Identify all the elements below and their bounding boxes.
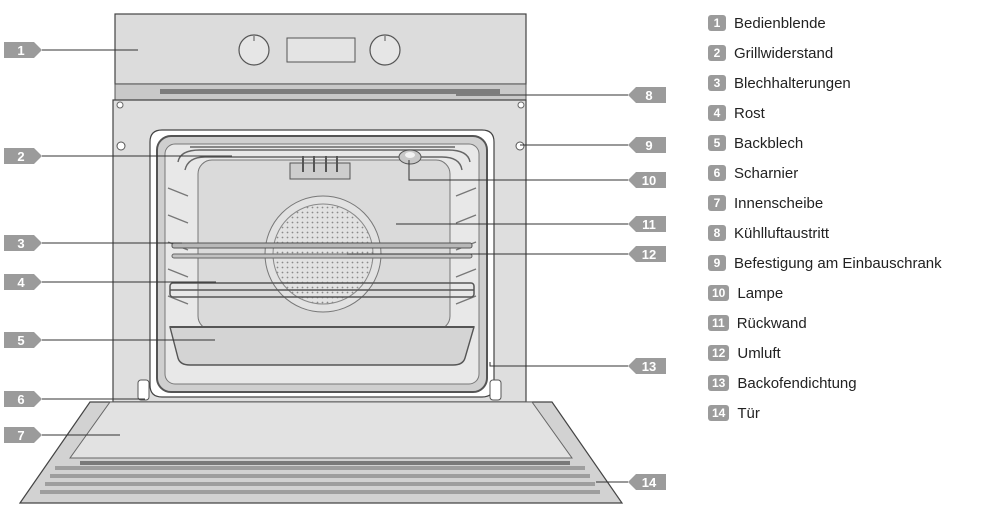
- legend-label: Umluft: [737, 345, 780, 362]
- legend-number: 13: [708, 375, 729, 391]
- legend-label: Rost: [734, 105, 765, 122]
- svg-text:3: 3: [17, 236, 24, 251]
- callout-6: 6: [4, 391, 42, 407]
- legend-item: 4 Rost: [708, 98, 1004, 128]
- legend-number: 11: [708, 315, 729, 331]
- legend-number: 10: [708, 285, 729, 301]
- legend-item: 9 Befestigung am Einbauschrank: [708, 248, 1004, 278]
- oven-diagram: 1 2 3 4 5 6 7 8 9 10 11 12 13 14: [0, 0, 700, 507]
- legend-item: 13 Backofendichtung: [708, 368, 1004, 398]
- legend-label: Backblech: [734, 135, 803, 152]
- legend-label: Scharnier: [734, 165, 798, 182]
- hinge-left: [138, 380, 149, 400]
- legend-item: 3 Blechhalterungen: [708, 68, 1004, 98]
- mounting-hole-left: [117, 142, 125, 150]
- legend-item: 5 Backblech: [708, 128, 1004, 158]
- legend-label: Blechhalterungen: [734, 75, 851, 92]
- svg-text:9: 9: [645, 138, 652, 153]
- svg-text:14: 14: [642, 475, 657, 490]
- baking-tray: [170, 327, 474, 365]
- legend-number: 4: [708, 105, 726, 121]
- callout-4: 4: [4, 274, 42, 290]
- callout-3: 3: [4, 235, 42, 251]
- legend-number: 3: [708, 75, 726, 91]
- callout-14: 14: [628, 474, 666, 490]
- legend-number: 1: [708, 15, 726, 31]
- oven-body: [113, 14, 526, 402]
- svg-text:8: 8: [645, 88, 652, 103]
- svg-text:11: 11: [642, 217, 656, 232]
- legend-number: 9: [708, 255, 726, 271]
- legend-item: 6 Scharnier: [708, 158, 1004, 188]
- legend-number: 5: [708, 135, 726, 151]
- callout-13: 13: [628, 358, 666, 374]
- svg-text:5: 5: [17, 333, 24, 348]
- svg-text:6: 6: [17, 392, 24, 407]
- callout-9: 9: [628, 137, 666, 153]
- callout-12: 12: [628, 246, 666, 262]
- legend-item: 7 Innenscheibe: [708, 188, 1004, 218]
- legend-number: 14: [708, 405, 729, 421]
- svg-text:1: 1: [17, 43, 24, 58]
- legend-number: 2: [708, 45, 726, 61]
- legend-number: 7: [708, 195, 726, 211]
- legend-item: 1 Bedienblende: [708, 8, 1004, 38]
- legend-number: 6: [708, 165, 726, 181]
- mounting-hole-right: [516, 142, 524, 150]
- knob-right: [370, 35, 400, 65]
- legend-item: 12 Umluft: [708, 338, 1004, 368]
- svg-text:12: 12: [642, 247, 656, 262]
- knob-left: [239, 35, 269, 65]
- callout-1: 1: [4, 42, 42, 58]
- callout-11: 11: [628, 216, 666, 232]
- legend-label: Tür: [737, 405, 760, 422]
- oven-door: [20, 402, 622, 503]
- hinge-right: [490, 380, 501, 400]
- legend-label: Grillwiderstand: [734, 45, 833, 62]
- legend-number: 8: [708, 225, 726, 241]
- svg-text:7: 7: [17, 428, 24, 443]
- legend-item: 11 Rückwand: [708, 308, 1004, 338]
- display: [287, 38, 355, 62]
- callout-2: 2: [4, 148, 42, 164]
- svg-text:10: 10: [642, 173, 656, 188]
- legend-item: 2 Grillwiderstand: [708, 38, 1004, 68]
- legend-number: 12: [708, 345, 729, 361]
- inner-glass: [70, 402, 572, 458]
- callout-5: 5: [4, 332, 42, 348]
- legend-label: Kühlluftaustritt: [734, 225, 829, 242]
- legend-label: Befestigung am Einbauschrank: [734, 255, 942, 272]
- legend-label: Backofendichtung: [737, 375, 856, 392]
- legend-label: Bedienblende: [734, 15, 826, 32]
- svg-text:13: 13: [642, 359, 656, 374]
- legend-label: Lampe: [737, 285, 783, 302]
- callout-10: 10: [628, 172, 666, 188]
- lamp: [399, 150, 421, 164]
- legend-label: Rückwand: [737, 315, 807, 332]
- legend-label: Innenscheibe: [734, 195, 823, 212]
- callout-7: 7: [4, 427, 42, 443]
- callout-8: 8: [628, 87, 666, 103]
- svg-text:2: 2: [17, 149, 24, 164]
- legend-item: 8 Kühlluftaustritt: [708, 218, 1004, 248]
- legend-item: 14 Tür: [708, 398, 1004, 428]
- legend-item: 10 Lampe: [708, 278, 1004, 308]
- svg-text:4: 4: [17, 275, 25, 290]
- legend: 1 Bedienblende 2 Grillwiderstand 3 Blechhal…: [708, 8, 1004, 428]
- door-handle-bar: [80, 461, 570, 465]
